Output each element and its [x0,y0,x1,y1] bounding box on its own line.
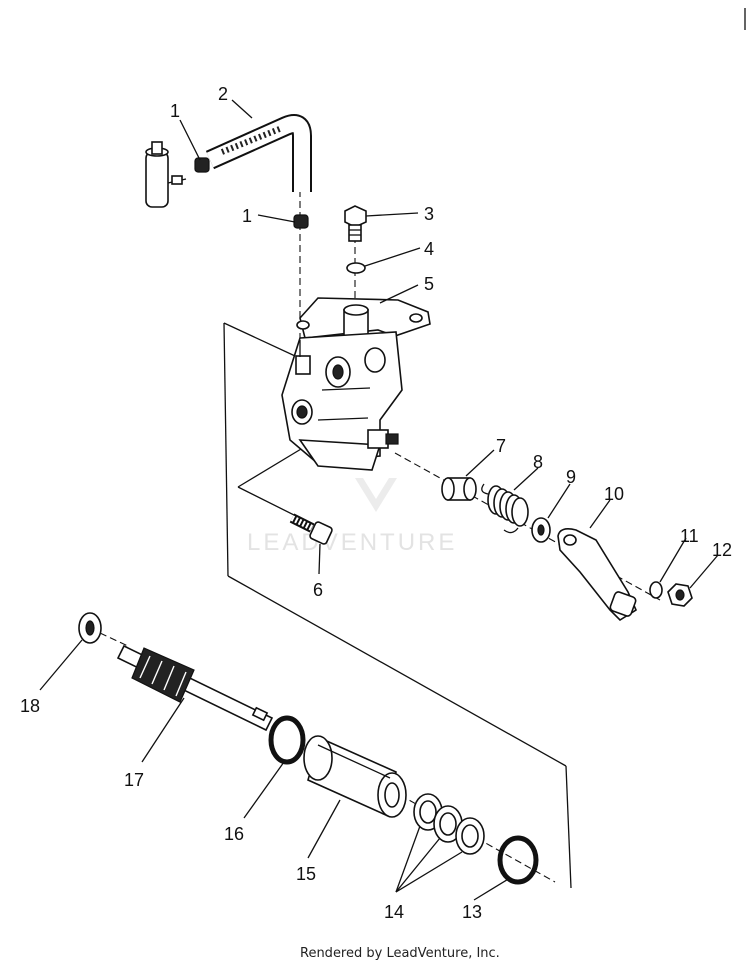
washer-4 [346,262,366,274]
shims-14 [413,793,485,855]
nut-12 [667,583,693,607]
callout-17: 17 [124,770,144,790]
assembly-outline [223,322,572,889]
leadventure-watermark: LEADVENTURE [247,478,457,556]
callout-11: 11 [680,526,699,546]
callout-4: 4 [424,239,434,259]
callout-5: 5 [424,274,434,294]
callout-10: 10 [604,484,624,504]
fuel-fitting-part [145,141,187,208]
screw-6 [289,513,333,545]
o-ring-13 [497,835,539,885]
oil-pump-body [281,297,431,471]
callout-14: 14 [384,902,404,922]
control-lever-10 [557,528,638,622]
bushing-7 [441,477,477,501]
watermark-text: LEADVENTURE [247,529,457,556]
return-spring-8 [481,483,529,534]
callout-labels: 1 1 2 3 4 5 6 7 8 9 10 11 12 13 14 15 16… [20,84,732,922]
hose-clamp-1a [194,157,210,173]
callout-15: 15 [296,864,316,884]
fuel-hose-2 [205,114,312,192]
o-ring-16 [268,715,306,765]
callout-18: 18 [20,696,40,716]
callout-1a: 1 [170,101,180,121]
callout-3: 3 [424,204,434,224]
callout-9: 9 [566,467,576,487]
callout-2: 2 [218,84,228,104]
sleeve-15 [303,735,407,818]
banjo-bolt-3 [344,205,367,242]
callout-6: 6 [313,580,323,600]
callout-13: 13 [462,902,482,922]
lock-washer-11 [649,581,663,599]
callout-7: 7 [496,436,506,456]
callout-1b: 1 [242,206,252,226]
footer-credit: Rendered by LeadVenture, Inc. [300,946,500,961]
callout-16: 16 [224,824,244,844]
drive-gear-17 [116,644,274,732]
callout-8: 8 [533,452,543,472]
callout-12: 12 [712,540,732,560]
washer-9 [531,517,551,543]
leader-lines [39,99,719,901]
washer-18 [78,612,102,644]
hose-clamp-1b [293,214,309,229]
